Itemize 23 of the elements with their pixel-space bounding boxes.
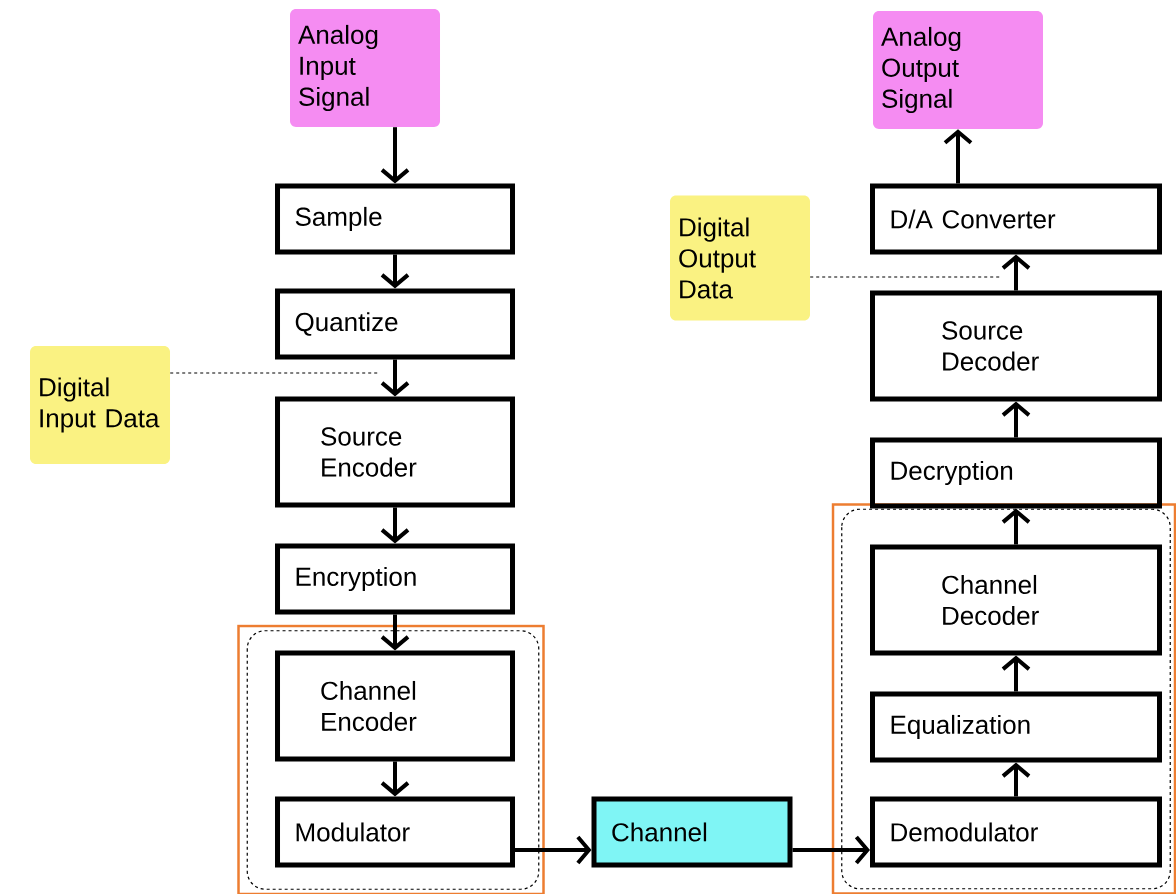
process-box: D/A Converter — [870, 183, 1162, 255]
highlighted-label: Digital Input Data — [30, 346, 170, 464]
process-box: Equalization — [870, 691, 1162, 763]
arrow — [792, 835, 870, 865]
process-box: Source Decoder — [870, 290, 1162, 402]
process-box: Quantize — [275, 288, 515, 360]
process-box: Channel Encoder — [275, 650, 515, 762]
highlighted-label: Digital Output Data — [670, 195, 810, 321]
dashed-group-frame — [237, 624, 545, 894]
leader-line — [169, 372, 379, 374]
process-box: Sample — [275, 183, 515, 255]
process-box: Decryption — [870, 437, 1162, 509]
highlighted-label: Analog Output Signal — [873, 11, 1043, 129]
process-box: Channel — [591, 796, 793, 868]
process-box: Channel Decoder — [870, 544, 1162, 656]
leader-line — [809, 276, 1001, 278]
process-box: Encryption — [275, 543, 515, 615]
process-box: Source Encoder — [275, 396, 515, 508]
process-box: Modulator — [275, 796, 515, 868]
arrow — [515, 835, 592, 865]
highlighted-label: Analog Input Signal — [290, 9, 440, 127]
process-box: Demodulator — [870, 796, 1162, 868]
dashed-group-frame — [831, 503, 1176, 894]
